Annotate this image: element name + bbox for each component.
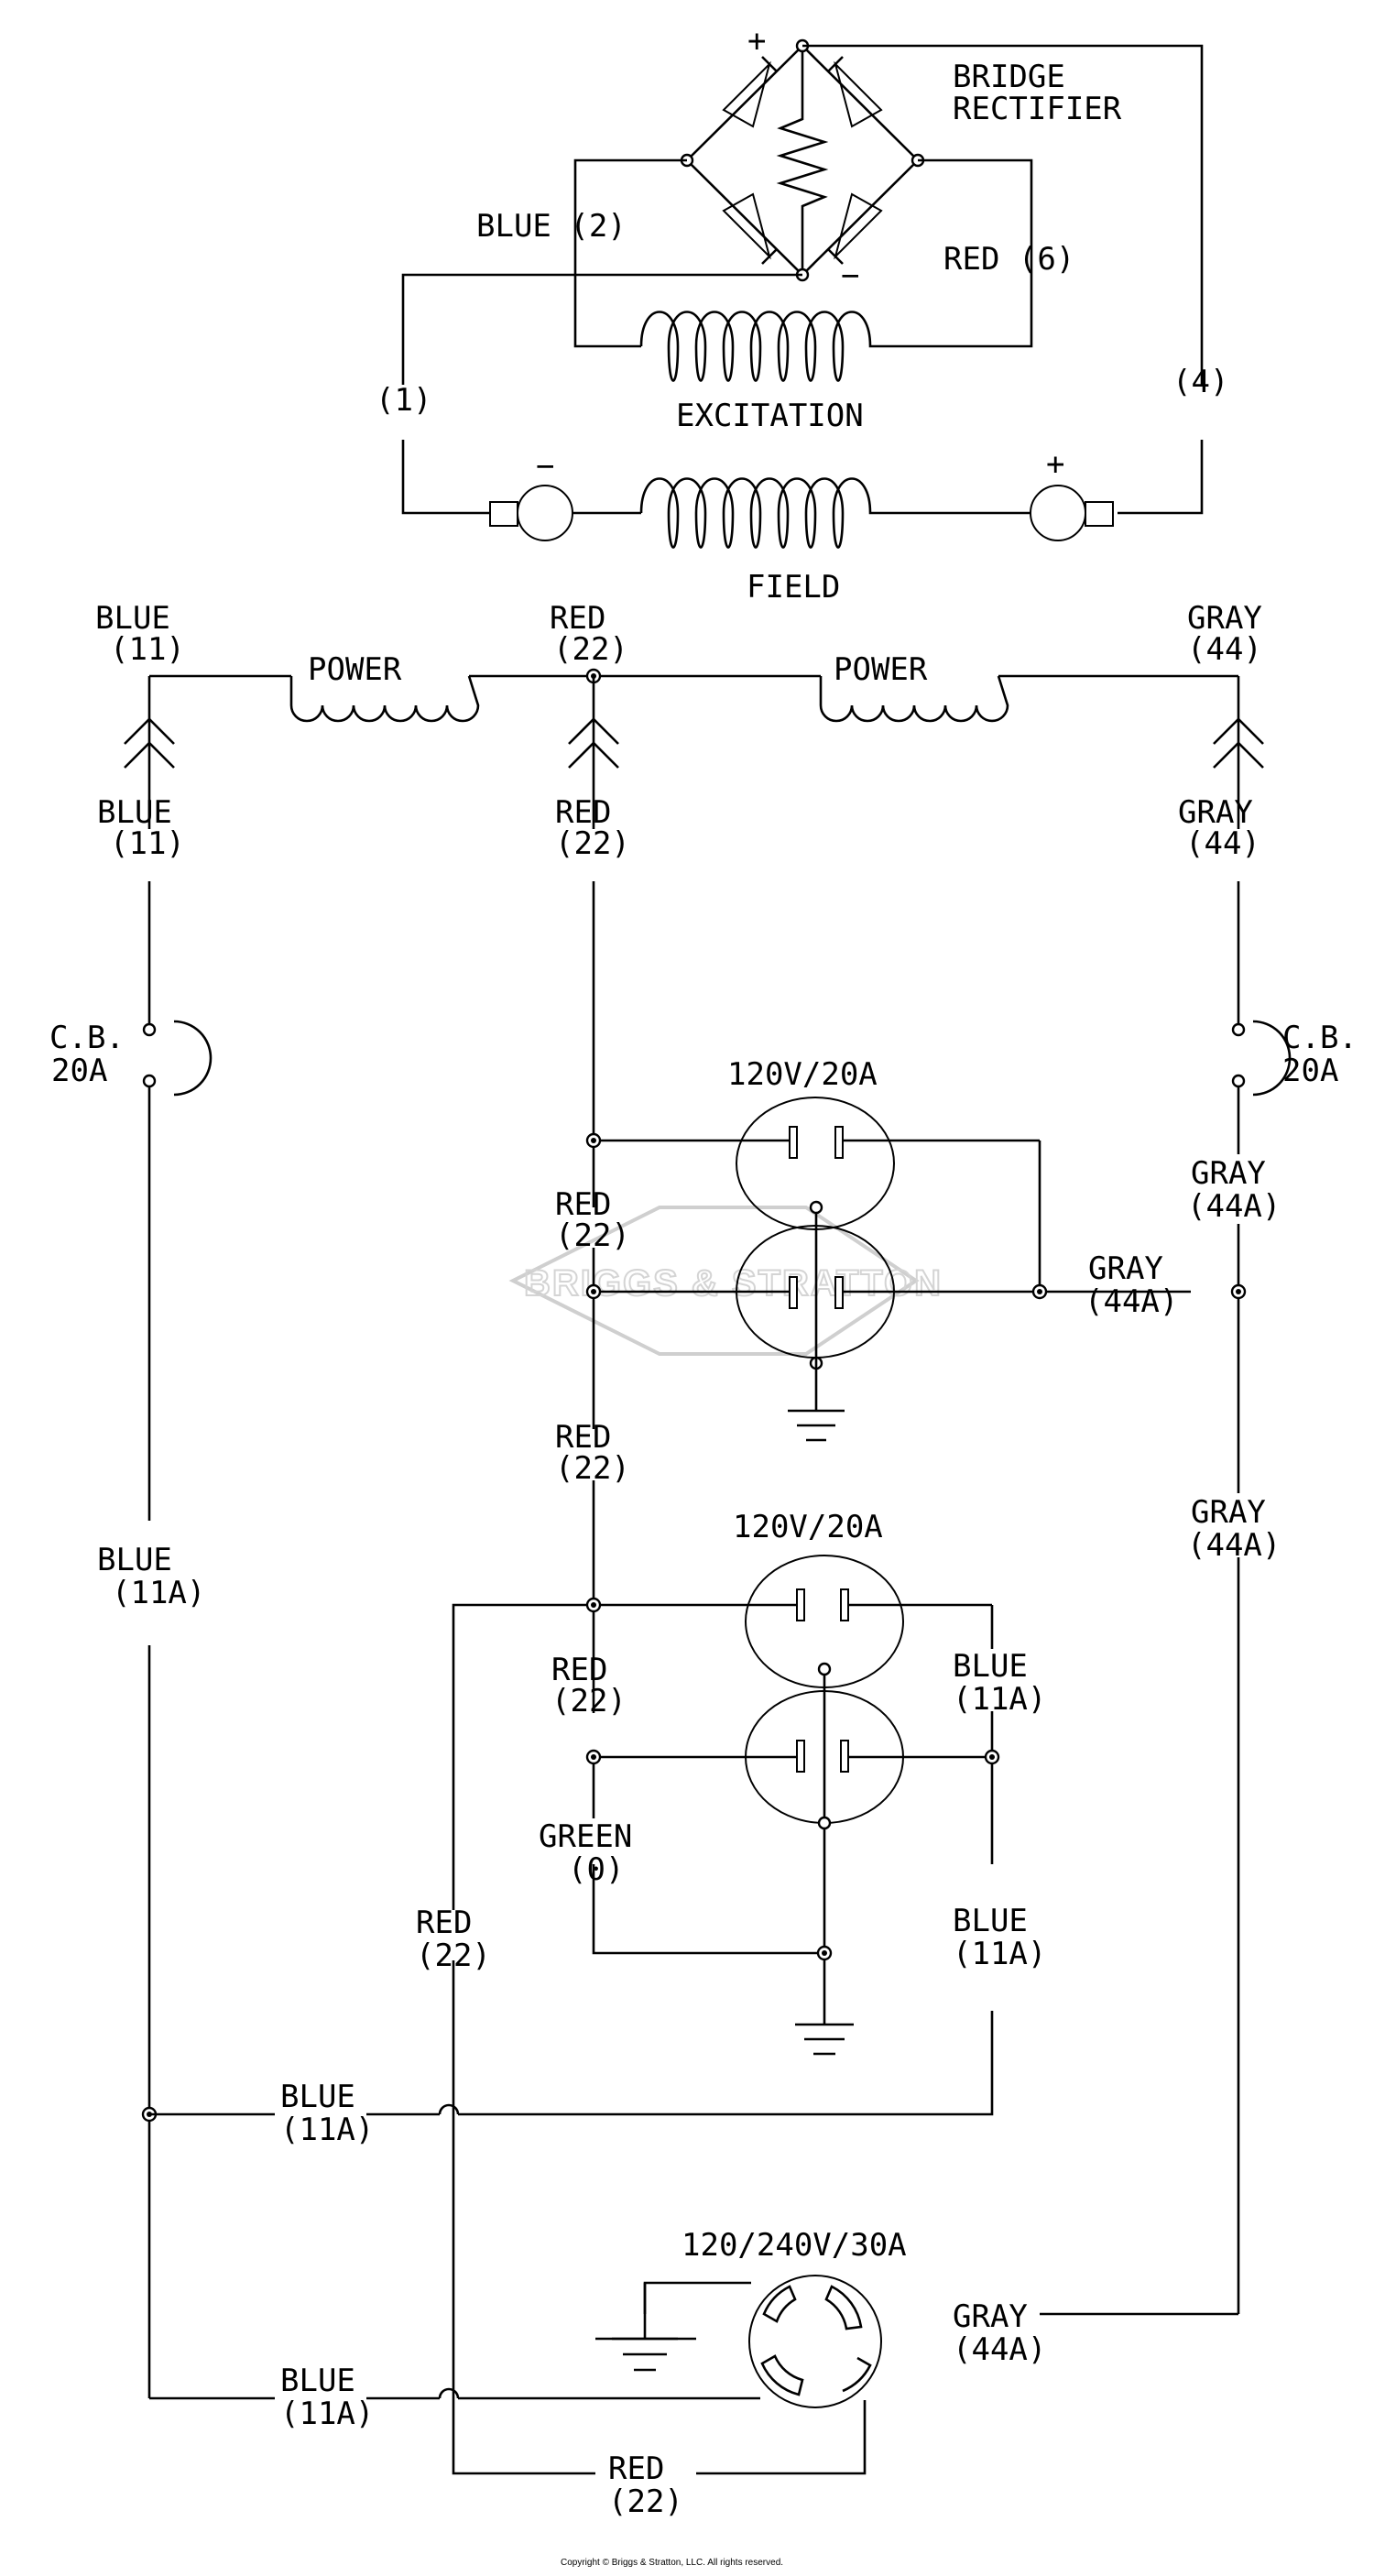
gray-branch: C.B. 20A GRAY (44A) GRAY (44A) GRAY (44A…	[953, 881, 1358, 2368]
label-red-top: RED	[550, 600, 605, 637]
label-44-bottom: (44)	[1185, 825, 1260, 862]
label-gray-top: GRAY	[1187, 600, 1262, 637]
field-label: FIELD	[747, 569, 840, 606]
label-blue-top: BLUE	[95, 600, 170, 637]
outlet-2-rating: 120V/20A	[733, 1509, 883, 1545]
connector-blue-11	[124, 676, 175, 829]
rectifier-minus: −	[841, 257, 859, 294]
label-blue-bottom-2: BLUE	[280, 2363, 355, 2399]
label-22-bottom: (22)	[555, 825, 630, 862]
power-label-left: POWER	[308, 651, 402, 688]
label-red-22-c: RED	[551, 1652, 607, 1688]
label-22-e: (22)	[608, 2483, 683, 2520]
power-winding-left	[289, 675, 480, 723]
ground-symbol-3	[612, 2283, 678, 2372]
label-11a-r1: (11A)	[953, 1681, 1046, 1718]
red-branch: RED (22) RED (22) RED (22) RED (22) RED …	[416, 881, 867, 2520]
wire-label-red-6: RED (6)	[943, 241, 1074, 278]
label-red-22-a: RED	[555, 1186, 611, 1223]
connector-gray-44	[1213, 676, 1264, 829]
label-22-a: (22)	[555, 1217, 630, 1254]
label-green: GREEN	[539, 1818, 632, 1855]
field-minus: −	[536, 448, 554, 485]
rectifier-title-2: RECTIFIER	[953, 91, 1122, 127]
field-plus: +	[1046, 446, 1064, 483]
label-blue-bottom: BLUE	[97, 794, 172, 831]
label-11a-r2: (11A)	[953, 1936, 1046, 1972]
connector-red-22	[568, 676, 619, 829]
label-blue-lower: BLUE	[280, 2079, 355, 2115]
slip-ring-right	[1030, 485, 1086, 541]
bridge-rectifier: + − BRIDGE RECTIFIER	[680, 23, 1122, 294]
blue-branch: C.B. 20A BLUE (11A) BLUE (11A) BLUE (11A…	[49, 881, 994, 2432]
power-windings: POWER POWER	[149, 651, 1238, 723]
label-gray-44a-3: GRAY	[1191, 1494, 1266, 1531]
label-11a-bottom-2: (11A)	[280, 2396, 374, 2432]
label-blue-11a: BLUE	[97, 1542, 172, 1578]
label-22-d: (22)	[416, 1937, 491, 1974]
diode-top-right	[827, 56, 883, 128]
label-gray-bottom: GRAY	[1178, 794, 1253, 831]
label-red-22-b: RED	[555, 1419, 611, 1456]
rectifier-title-1: BRIDGE	[953, 59, 1065, 95]
brush-right	[1085, 501, 1114, 527]
label-red-22-d: RED	[416, 1905, 472, 1941]
resistor	[776, 46, 829, 275]
rectifier-plus: +	[747, 23, 766, 60]
field-coil	[639, 477, 980, 549]
label-red-22-e: RED	[608, 2450, 664, 2487]
label-44a-4: (44A)	[953, 2331, 1046, 2368]
label-11-bottom: (11)	[110, 825, 185, 862]
slip-ring-left	[517, 485, 573, 541]
outlet-2: 120V/20A BLUE (11A) BLUE (11A) GREEN (0)	[539, 1509, 1046, 2056]
label-blue-11a-r2: BLUE	[953, 1903, 1028, 1939]
label-gray-44a-2: GRAY	[1088, 1250, 1163, 1287]
cb-label-left: C.B.	[49, 1020, 125, 1056]
label-44a-1: (44A)	[1187, 1188, 1281, 1225]
field-circuit: − + FIELD	[489, 446, 1114, 606]
brush-left	[489, 501, 518, 527]
label-22-top: (22)	[553, 631, 628, 668]
twist-lock-outlet: 120/240V/30A	[595, 2227, 907, 2408]
label-0: (0)	[568, 1851, 624, 1888]
label-red-bottom: RED	[555, 794, 611, 831]
wire-label-blue-2: BLUE (2)	[476, 208, 627, 245]
diode-top-left	[722, 56, 778, 128]
cb-label-right: C.B.	[1282, 1020, 1358, 1056]
label-22-c: (22)	[551, 1683, 627, 1719]
label-blue-11a-r1: BLUE	[953, 1648, 1028, 1685]
label-22-b: (22)	[555, 1450, 630, 1487]
label-11-top: (11)	[110, 631, 185, 668]
wire-label-1: (1)	[376, 382, 431, 419]
label-11a-lower: (11A)	[280, 2112, 374, 2148]
label-44a-2: (44A)	[1085, 1283, 1178, 1320]
cb-rating-left: 20A	[51, 1053, 107, 1089]
wire-label-4: (4)	[1172, 364, 1228, 400]
power-label-right: POWER	[834, 651, 928, 688]
diode-bottom-right	[827, 192, 883, 265]
label-44-top: (44)	[1187, 631, 1262, 668]
excitation-coil	[639, 311, 957, 382]
label-gray-44a-4: GRAY	[953, 2298, 1028, 2335]
power-winding-right	[819, 675, 1009, 723]
diode-bottom-left	[722, 192, 778, 265]
copyright-text: Copyright © Briggs & Stratton, LLC. All …	[561, 2558, 783, 2568]
svg-text:BRIGGS & STRATTON: BRIGGS & STRATTON	[524, 1263, 943, 1304]
label-11a: (11A)	[112, 1575, 205, 1611]
excitation-label: EXCITATION	[676, 398, 864, 434]
outlet-1-rating: 120V/20A	[727, 1056, 878, 1093]
label-gray-44a-1: GRAY	[1191, 1155, 1266, 1192]
ground-symbol-1	[788, 1409, 845, 1442]
outlet-3-rating: 120/240V/30A	[682, 2227, 907, 2264]
label-44a-3: (44A)	[1187, 1527, 1281, 1564]
ground-symbol-2	[795, 2023, 854, 2056]
outlet-1: 120V/20A GRAY (44A)	[585, 1056, 1191, 1442]
excitation-circuit: BLUE (2) RED (6) (1) (4) EXCITATION	[376, 44, 1228, 515]
cb-rating-right: 20A	[1282, 1053, 1338, 1089]
